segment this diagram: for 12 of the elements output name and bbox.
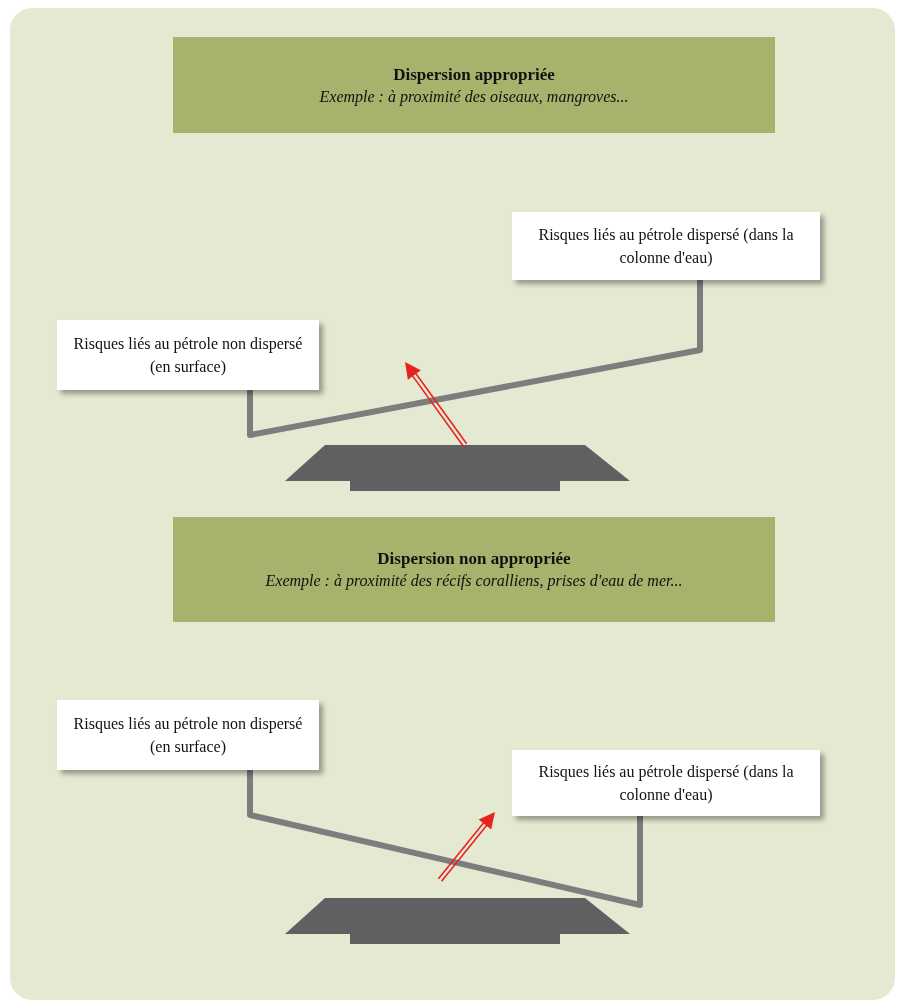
example-text: Exemple : à proximité des oiseaux, mangroves... [319, 87, 629, 106]
risk-box: Risques liés au pétrole dispersé (dans la colonne d'eau) [512, 750, 820, 816]
balance-beam [247, 770, 643, 908]
risk-box: Risques liés au pétrole dispersé (dans la colonne d'eau) [512, 212, 820, 280]
balance-beam [247, 280, 703, 438]
risk-box: Risques liés au pétrole non dispersé (en surface) [57, 320, 319, 390]
heading-text: Dispersion non appropriée [377, 549, 571, 569]
example-text: Exemple : à proximité des récifs coralliens, prises d'eau de mer... [265, 572, 683, 590]
heading-text: Dispersion appropriée [393, 64, 555, 85]
risk-box: Risques liés au pétrole non dispersé (en surface) [57, 700, 319, 770]
heading-banner [173, 517, 775, 622]
heading-banner [173, 37, 775, 133]
